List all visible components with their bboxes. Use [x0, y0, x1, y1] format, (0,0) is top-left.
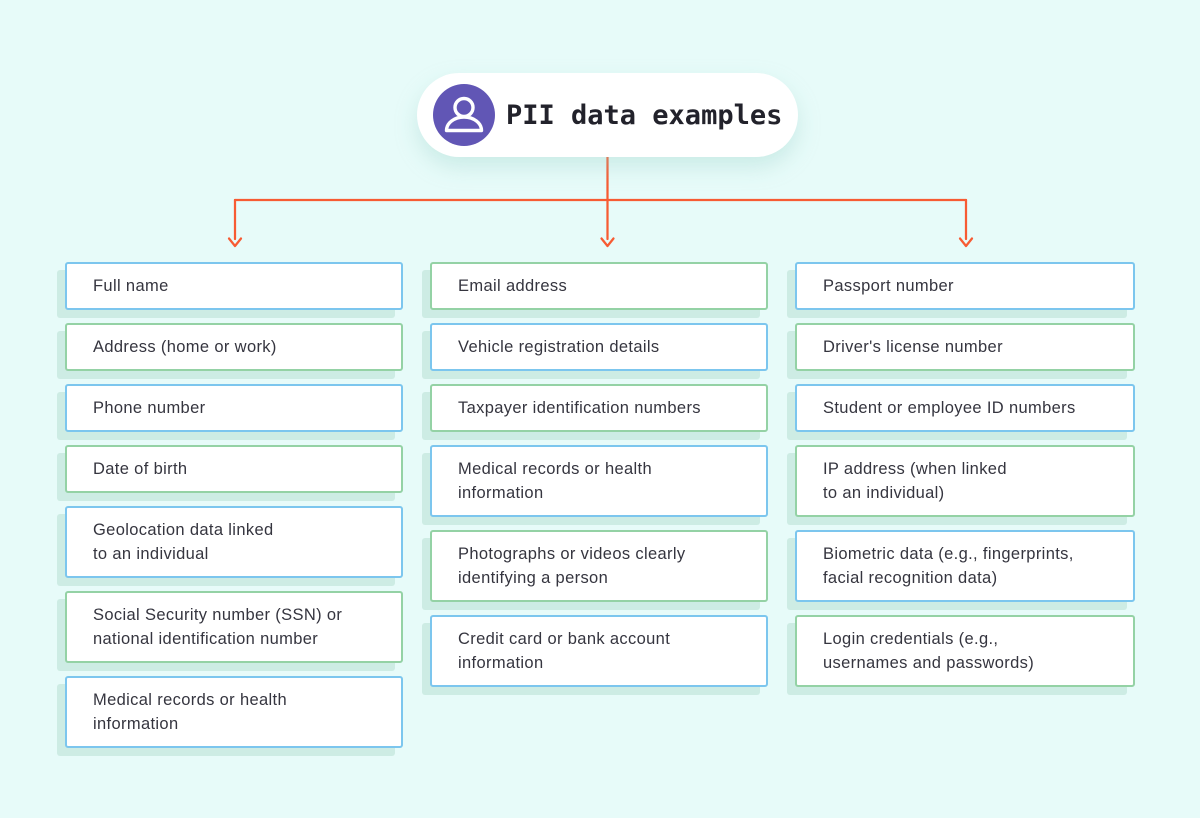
pii-box-date-of-birth: Date of birth: [65, 445, 403, 493]
pii-box-vehicle-registration: Vehicle registration details: [430, 323, 768, 371]
pii-box-geolocation: Geolocation data linked to an individual: [65, 506, 403, 578]
header-pill: PII data examples: [417, 73, 798, 157]
person-icon: [433, 84, 495, 146]
column-1: Full name Address (home or work) Phone n…: [65, 262, 403, 748]
column-3: Passport number Driver's license number …: [795, 262, 1135, 687]
pii-box-login-credentials: Login credentials (e.g., usernames and p…: [795, 615, 1135, 687]
pii-box-drivers-license: Driver's license number: [795, 323, 1135, 371]
pii-box-photographs: Photographs or videos clearly identifyin…: [430, 530, 768, 602]
pii-box-taxpayer-id: Taxpayer identification numbers: [430, 384, 768, 432]
pii-box-credit-card: Credit card or bank account information: [430, 615, 768, 687]
pii-box-ssn: Social Security number (SSN) or national…: [65, 591, 403, 663]
pii-box-full-name: Full name: [65, 262, 403, 310]
pii-box-medical-records-1: Medical records or health information: [65, 676, 403, 748]
page-title: PII data examples: [506, 99, 783, 131]
pii-box-ip-address: IP address (when linked to an individual…: [795, 445, 1135, 517]
pii-box-medical-records-2: Medical records or health information: [430, 445, 768, 517]
pii-box-biometric-data: Biometric data (e.g., fingerprints, faci…: [795, 530, 1135, 602]
pii-box-address: Address (home or work): [65, 323, 403, 371]
pii-box-student-employee-id: Student or employee ID numbers: [795, 384, 1135, 432]
column-2: Email address Vehicle registration detai…: [430, 262, 768, 687]
pii-box-email-address: Email address: [430, 262, 768, 310]
pii-box-passport-number: Passport number: [795, 262, 1135, 310]
pii-box-phone-number: Phone number: [65, 384, 403, 432]
